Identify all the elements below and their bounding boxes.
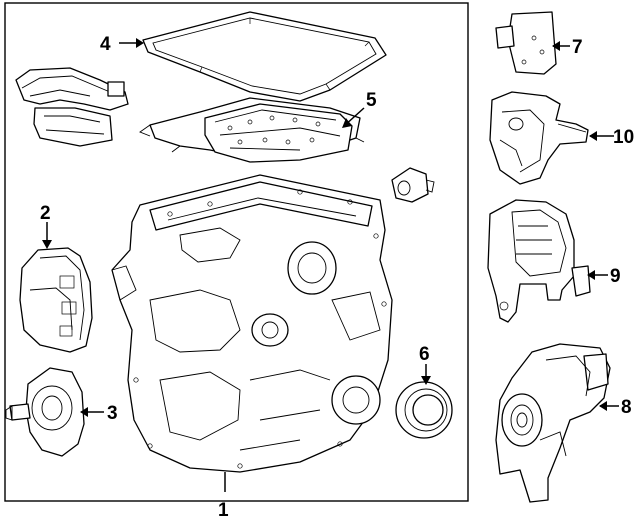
callout-8-label: 8: [621, 397, 632, 418]
callout-6[interactable]: 6: [419, 344, 431, 385]
callout-7[interactable]: 7: [552, 37, 583, 58]
callout-1-label: 1: [218, 500, 229, 521]
part-3-pump[interactable]: [5, 367, 85, 457]
callout-3-label: 3: [107, 403, 118, 424]
callout-7-label: 7: [572, 37, 583, 58]
part-1-transmission-case[interactable]: [111, 174, 393, 473]
part-6-seal[interactable]: [395, 381, 453, 439]
callout-2-label: 2: [40, 203, 51, 224]
callout-5-label: 5: [366, 90, 377, 111]
callout-4[interactable]: 4: [100, 34, 144, 55]
part-2-module[interactable]: [19, 247, 93, 353]
part-7-bracket[interactable]: [495, 11, 557, 75]
callout-3[interactable]: 3: [80, 403, 118, 424]
callout-2[interactable]: 2: [40, 203, 52, 249]
sensor[interactable]: [391, 167, 435, 203]
part-8-mount[interactable]: [495, 343, 611, 503]
callout-10[interactable]: 10: [589, 127, 634, 148]
callout-6-label: 6: [419, 344, 430, 365]
assembly-frame: [4, 2, 469, 502]
part-5-valve-body[interactable]: [139, 97, 365, 163]
callout-1[interactable]: 1: [218, 472, 229, 521]
callout-4-label: 4: [100, 34, 111, 55]
part-4-pan-gasket[interactable]: [142, 11, 387, 102]
part-10-mount[interactable]: [489, 91, 589, 185]
callout-5[interactable]: 5: [342, 90, 377, 128]
part-9-mount[interactable]: [487, 199, 591, 323]
callout-8[interactable]: 8: [599, 397, 632, 418]
callout-10-label: 10: [613, 127, 634, 148]
callout-9-label: 9: [610, 266, 621, 287]
callout-9[interactable]: 9: [587, 266, 621, 287]
wiring-harness[interactable]: [15, 67, 129, 147]
